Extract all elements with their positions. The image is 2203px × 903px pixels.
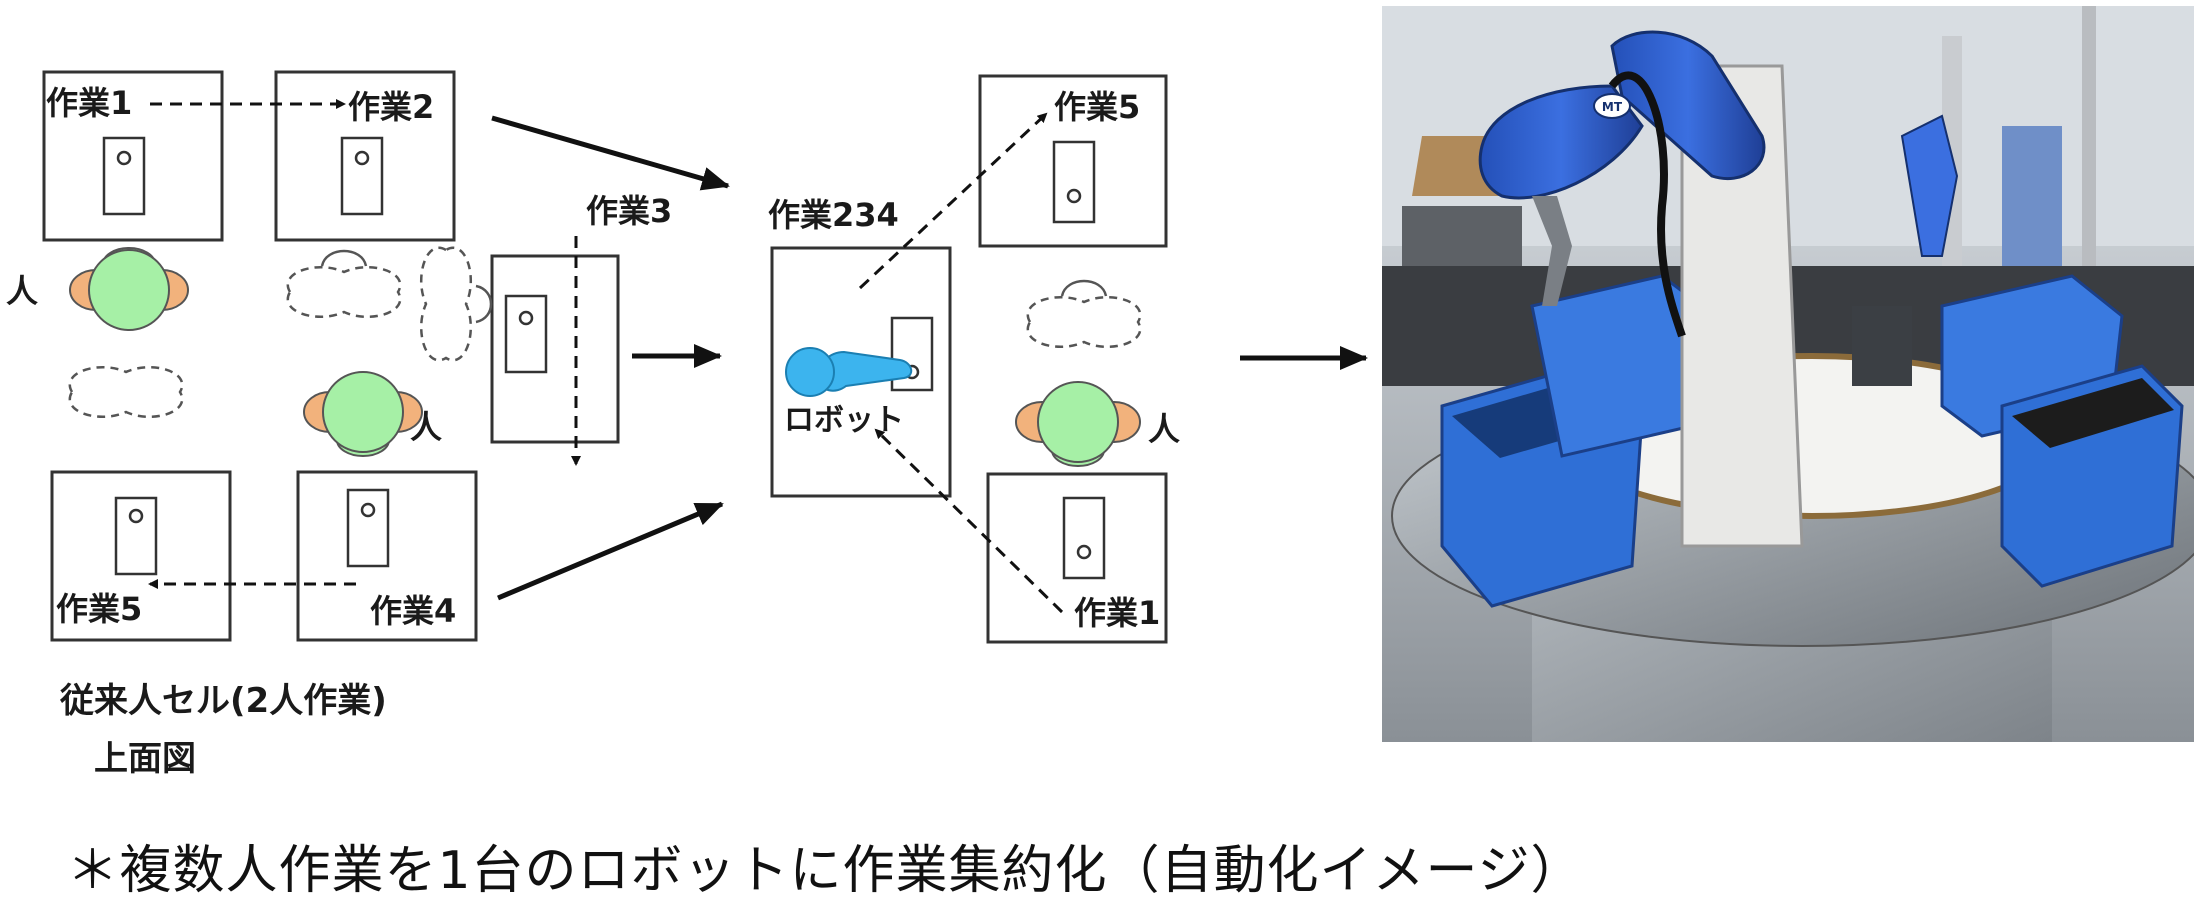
cell-diagram: 作業1 作業2 作業3 作業5 作業4 人 人 従来人セル(2人作業) 上面図 xyxy=(6,70,1368,779)
robot-column xyxy=(1680,64,1804,548)
task2-label: 作業2 xyxy=(348,88,434,126)
robot-flow-arrow-up xyxy=(858,112,1048,290)
person-ghost-icon xyxy=(1026,279,1142,349)
task234-label: 作業234 xyxy=(768,196,899,234)
robot-logo: MT xyxy=(1602,100,1623,114)
conventional-caption-line1: 従来人セル(2人作業) xyxy=(59,681,387,721)
figure-caption: ＊複数人作業を1台のロボットに作業集約化（自動化イメージ） xyxy=(66,841,1584,901)
task4-label: 作業4 xyxy=(370,592,456,630)
station-task5-robot xyxy=(978,74,1168,248)
task3-label: 作業3 xyxy=(586,192,672,230)
robot-cell-photo: MT xyxy=(1382,6,2194,742)
station-task1 xyxy=(42,70,224,242)
transition-arrow-top xyxy=(491,115,730,191)
parts-bin xyxy=(2000,364,2184,588)
transition-arrow-bottom xyxy=(497,501,724,601)
task1-label: 作業1 xyxy=(46,84,132,122)
robot-arm: MT xyxy=(1478,30,1766,338)
task5-label: 作業5 xyxy=(56,590,142,628)
station-task1-robot xyxy=(986,472,1168,644)
person-icon xyxy=(303,371,423,457)
robot-label: ロボット xyxy=(784,403,904,438)
task1-robot-label: 作業1 xyxy=(1074,594,1160,632)
person-ghost-icon xyxy=(286,249,402,319)
person-icon xyxy=(1015,381,1141,467)
person-ghost-icon xyxy=(419,246,493,362)
conventional-caption-line2: 上面図 xyxy=(94,739,196,779)
person-label: 人 xyxy=(6,272,38,310)
robot-icon xyxy=(785,347,913,397)
station-task2 xyxy=(274,70,456,242)
person-icon xyxy=(69,247,189,331)
person-label: 人 xyxy=(410,408,442,446)
person-label: 人 xyxy=(1148,410,1180,448)
person-ghost-icon xyxy=(68,365,184,419)
task5-robot-label: 作業5 xyxy=(1054,88,1140,126)
station-task4 xyxy=(296,470,478,642)
station-task5 xyxy=(50,470,232,642)
station-task3 xyxy=(490,254,620,444)
robot-flow-arrow-in xyxy=(874,428,1064,614)
